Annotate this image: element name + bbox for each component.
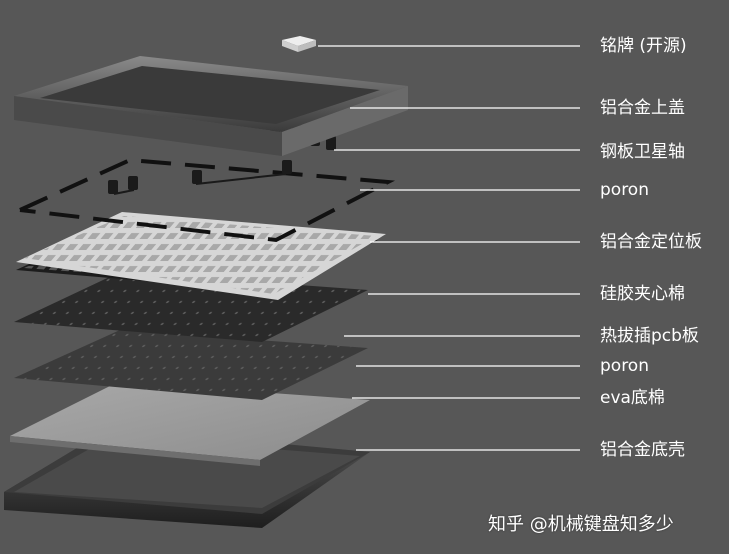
eva-foam-part	[14, 330, 368, 400]
plate-part	[16, 212, 386, 300]
leader-lines	[318, 45, 580, 451]
poron-top-part	[19, 157, 396, 243]
label-stabilizers: 钢板卫星轴	[600, 142, 685, 162]
label-silicone-foam: 硅胶夹心棉	[600, 284, 685, 304]
watermark: 知乎 @机械键盘知多少	[488, 514, 674, 535]
label-pcb: 热拔插pcb板	[600, 326, 699, 346]
bottom-plate-part	[10, 382, 370, 466]
label-top-case: 铝合金上盖	[600, 98, 685, 118]
nameplate-part	[282, 36, 316, 52]
label-poron-bottom: poron	[600, 356, 649, 376]
label-eva-foam: eva底棉	[600, 388, 665, 408]
label-nameplate: 铭牌 (开源)	[600, 36, 687, 56]
top-case-part	[14, 56, 408, 156]
label-poron-top: poron	[600, 180, 649, 200]
label-bottom-case: 铝合金底壳	[600, 440, 685, 460]
label-plate: 铝合金定位板	[600, 232, 702, 252]
